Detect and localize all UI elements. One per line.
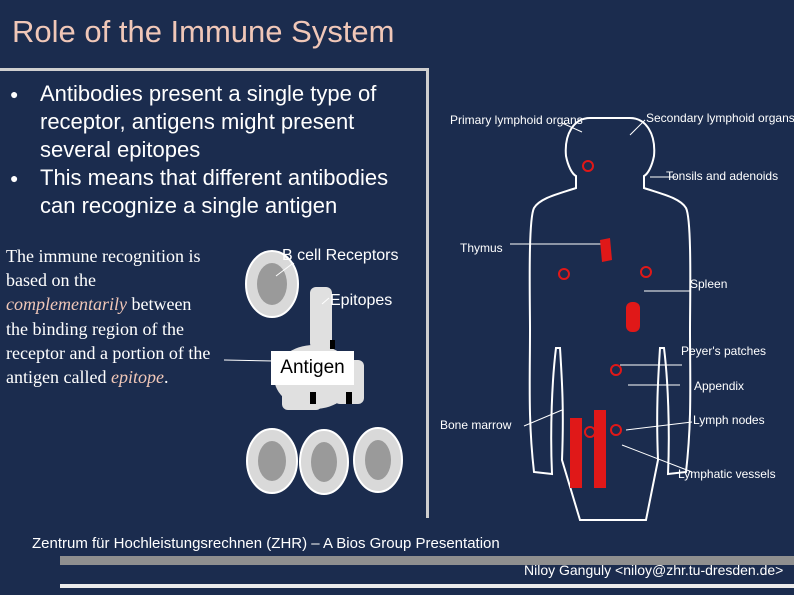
bone-marrow-label: Bone marrow: [440, 418, 512, 432]
pointer-line: [281, 253, 295, 265]
footer-author: Niloy Ganguly <niloy@zhr.tu-dresden.de>: [524, 562, 784, 578]
appendix-label: Appendix: [694, 379, 745, 393]
nucleus-icon: [258, 441, 286, 481]
lymph-node-icon: [558, 268, 570, 280]
vertical-divider: [426, 68, 429, 518]
body-diagram: [510, 117, 693, 521]
slide-title: Role of the Immune System: [12, 14, 395, 49]
tonsils-label: Tonsils and adenoids: [666, 169, 779, 183]
bone-marrow-icon: [594, 410, 606, 488]
secondary-organs-label: Secondary lymphoid organs: [646, 111, 794, 125]
footer-rule: [60, 584, 794, 588]
bullet-text: Antibodies present a single type of rece…: [40, 81, 377, 162]
nucleus-icon: [365, 440, 391, 480]
explanation-paragraph: The immune recognition is based on the c…: [6, 246, 211, 388]
spleen-icon: [626, 302, 640, 332]
nucleus-icon: [311, 442, 337, 482]
receptor-stub-icon: [346, 392, 352, 404]
antigen-label: Antigen: [271, 351, 354, 385]
bullet-item: ● Antibodies present a single type of re…: [10, 80, 420, 164]
pointer-line: [223, 359, 275, 362]
thymus-label: Thymus: [460, 241, 503, 255]
title-divider: [0, 68, 428, 71]
epitope-label: Epitopes: [330, 292, 393, 309]
receptor-label: B cell Receptors: [282, 247, 399, 264]
bullet-list: ● Antibodies present a single type of re…: [10, 80, 420, 220]
lymph-nodes-label: Lymph nodes: [693, 413, 765, 427]
bullet-item: ● This means that different antibodies c…: [10, 164, 420, 220]
body-outline: [528, 117, 692, 521]
peyers-patch-icon: [610, 364, 622, 376]
receptor-stub-icon: [310, 392, 316, 404]
receptor-stub-icon: [330, 340, 335, 349]
footer-bar: [60, 556, 794, 565]
lymphatic-vessels-label: Lymphatic vessels: [678, 467, 776, 481]
pointer-line: [275, 263, 293, 277]
lymph-node-icon: [610, 424, 622, 436]
footer-org: Zentrum für Hochleistungsrechnen (ZHR) –…: [32, 535, 500, 552]
bullet-dot-icon: ●: [10, 170, 19, 186]
italic-term: complementarily: [6, 294, 127, 315]
label-lines: [510, 119, 693, 473]
bullet-text: This means that different antibodies can…: [40, 165, 389, 218]
spleen-label: Spleen: [690, 277, 728, 291]
bone-marrow-icon: [570, 418, 582, 488]
nucleus-icon: [257, 263, 287, 305]
bullet-dot-icon: ●: [10, 86, 19, 102]
receptor-icon: [310, 287, 332, 349]
peyers-label: Peyer's patches: [681, 344, 767, 358]
lymph-node-icon: [640, 266, 652, 278]
primary-organs-label: Primary lymphoid organs: [450, 113, 583, 127]
tonsil-node-icon: [582, 160, 594, 172]
lymph-nodes: [558, 160, 652, 438]
italic-term: epitope: [110, 367, 164, 388]
lymph-node-icon: [584, 426, 596, 438]
pointer-line: [321, 297, 330, 305]
organs: [570, 238, 640, 488]
thymus-icon: [600, 238, 612, 262]
